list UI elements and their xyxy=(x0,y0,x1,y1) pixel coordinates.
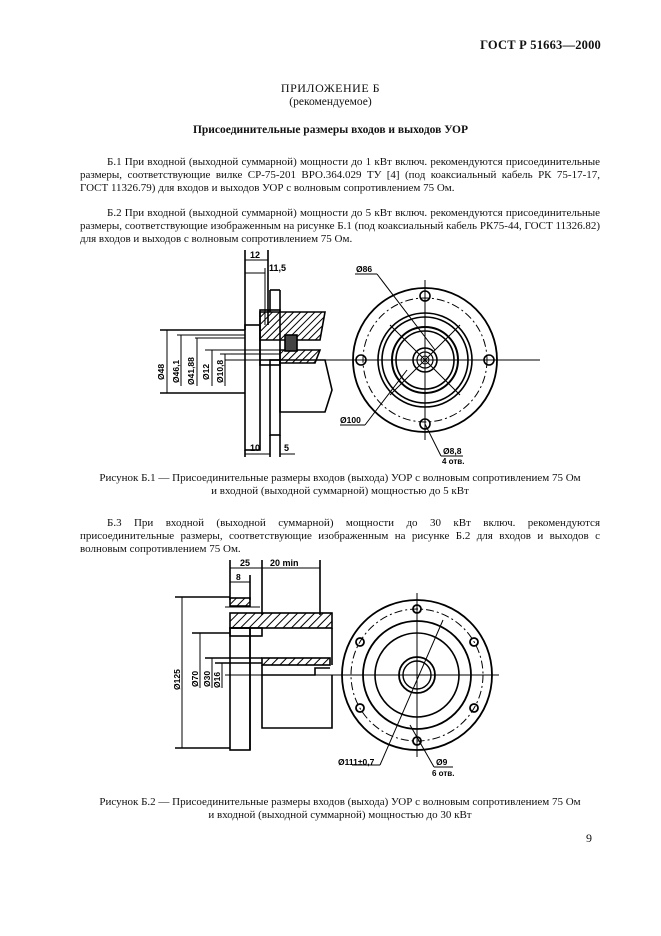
dim-d86: Ø86 xyxy=(356,264,372,274)
dim-12: 12 xyxy=(250,250,260,260)
section-title: Присоединительные размеры входов и выход… xyxy=(192,124,469,136)
paragraph-b1: Б.1 При входной (выходной суммарной) мощ… xyxy=(80,156,600,194)
dim-d70: Ø70 xyxy=(190,671,200,687)
dim-d111: Ø111±0,7 xyxy=(338,757,375,767)
paragraph-b2: Б.2 При входной (выходной суммарной) мощ… xyxy=(80,207,600,245)
figure-b2-drawing: 25 20 min 8 Ø125 Ø70 Ø30 Ø16 Ø111±0,7 Ø9… xyxy=(172,558,499,778)
figure-b1-caption-line2: и входной (выходной суммарной) мощностью… xyxy=(211,485,469,497)
figure-b2-caption-line2: и входной (выходной суммарной) мощностью… xyxy=(208,809,472,821)
paragraph-b3: Б.3 При входной (выходной суммарной) мощ… xyxy=(80,517,600,555)
dim-d48: Ø48 xyxy=(156,364,166,380)
dim-holes-count-6: 6 отв. xyxy=(432,769,454,778)
page-number: 9 xyxy=(586,831,592,845)
dim-8: 8 xyxy=(236,572,241,582)
dim-d10: Ø10,8 xyxy=(215,360,225,383)
dim-d46: Ø46,1 xyxy=(171,360,181,383)
dim-holes-d8: Ø8,8 xyxy=(443,446,462,456)
dim-25: 25 xyxy=(240,558,250,568)
dim-holes-d9: Ø9 xyxy=(436,757,448,767)
dim-5: 5 xyxy=(284,443,289,453)
dim-11-5: 11,5 xyxy=(269,263,286,273)
dim-d100: Ø100 xyxy=(340,415,361,425)
dim-d41: Ø41,88 xyxy=(186,357,196,385)
figure-b2-caption-line1: Рисунок Б.2 — Присоединительные размеры … xyxy=(99,796,581,808)
dim-holes-count: 4 отв. xyxy=(442,457,464,465)
dim-d30: Ø30 xyxy=(202,671,212,687)
annex-title: ПРИЛОЖЕНИЕ Б xyxy=(280,81,381,95)
standard-header: ГОСТ Р 51663—2000 xyxy=(480,38,601,52)
figure-b1-caption-line1: Рисунок Б.1 — Присоединительные размеры … xyxy=(99,472,581,484)
dim-d125: Ø125 xyxy=(172,669,182,690)
figure-b1-drawing: 12 11,5 10 5 Ø48 Ø46,1 Ø41,88 Ø12 Ø10,8 … xyxy=(156,250,540,465)
annex-subtitle: (рекомендуемое) xyxy=(289,96,372,108)
dim-d16: Ø16 xyxy=(212,672,222,688)
dim-10: 10 xyxy=(250,443,260,453)
dim-d12: Ø12 xyxy=(201,364,211,380)
dim-20min: 20 min xyxy=(270,558,299,568)
